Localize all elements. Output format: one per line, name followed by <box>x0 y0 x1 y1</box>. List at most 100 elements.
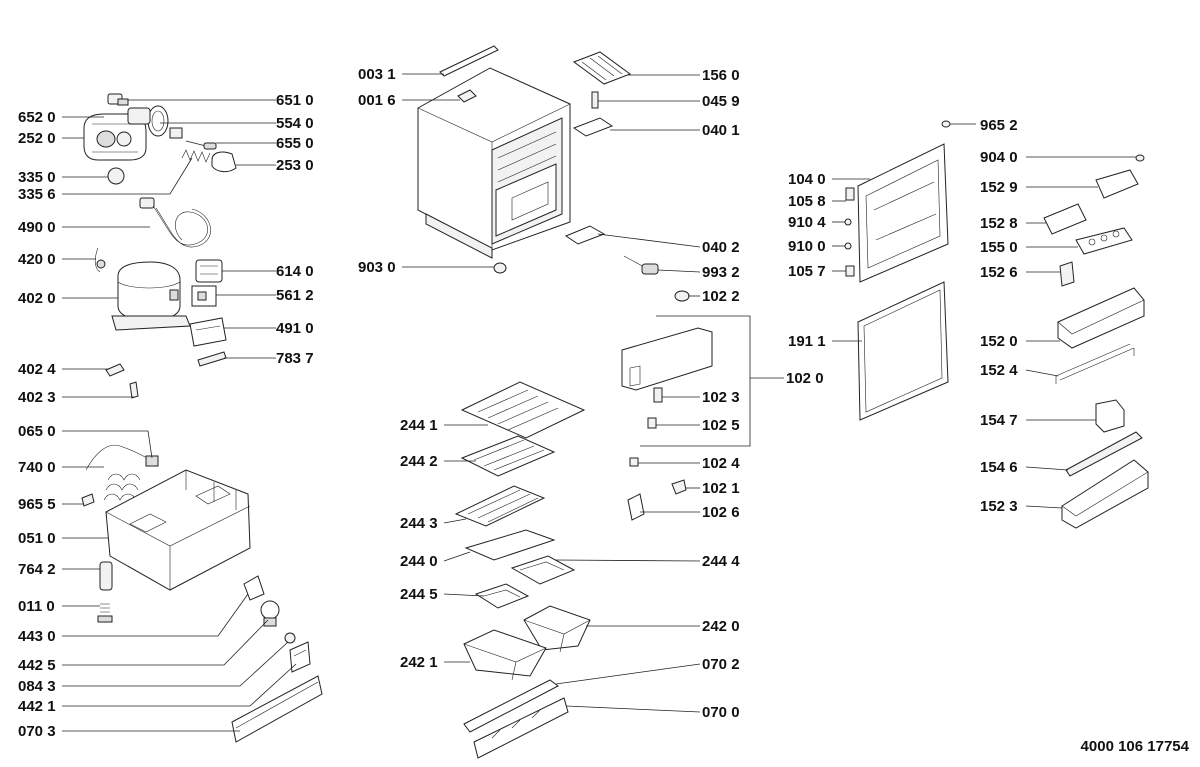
plinth-070-3 <box>231 675 323 743</box>
callout-152-6: 152 6 <box>980 264 1018 281</box>
callout-244-3: 244 3 <box>400 515 438 532</box>
callout-253-0: 253 0 <box>276 157 314 174</box>
door-gasket-191-1 <box>857 281 949 421</box>
drawer-242-0 <box>523 605 591 653</box>
callout-152-4: 152 4 <box>980 362 1018 379</box>
lamp-655-0 <box>169 127 217 150</box>
wire-065-0 <box>85 444 159 471</box>
callout-402-3: 402 3 <box>18 389 56 406</box>
callout-040-1: 040 1 <box>702 122 740 139</box>
callout-070-2: 070 2 <box>702 656 740 673</box>
callout-labels: 651 0 652 0 554 0 252 0 655 0 253 0 335 … <box>18 66 1190 755</box>
callout-910-0: 910 0 <box>788 238 826 255</box>
callout-402-0: 402 0 <box>18 290 56 307</box>
butter-box-152-8 <box>1043 203 1087 235</box>
callout-335-6: 335 6 <box>18 186 56 203</box>
callout-442-1: 442 1 <box>18 698 56 715</box>
hinge-040-1 <box>572 117 614 137</box>
spacer-764-2 <box>99 561 113 591</box>
callout-152-3: 152 3 <box>980 498 1018 515</box>
callout-252-0: 252 0 <box>18 130 56 147</box>
hinge-pin-105-8 <box>845 187 855 201</box>
callout-244-1: 244 1 <box>400 417 438 434</box>
callout-155-0: 155 0 <box>980 239 1018 256</box>
callout-335-0: 335 0 <box>18 169 56 186</box>
bracket-152-6 <box>1059 261 1075 287</box>
bottle-rail-152-4 <box>1055 343 1135 384</box>
hinge-pin-105-7 <box>845 265 855 277</box>
wire-420-0 <box>94 247 106 273</box>
callout-154-7: 154 7 <box>980 412 1018 429</box>
callout-102-3: 102 3 <box>702 389 740 406</box>
callout-102-6: 102 6 <box>702 504 740 521</box>
ice-tray-156-0 <box>572 51 632 85</box>
base-plate-051-0 <box>105 469 251 591</box>
callout-102-5: 102 5 <box>702 417 740 434</box>
lamp-housing-652-0 <box>83 113 147 161</box>
plinth-grille-070-2 <box>463 679 559 733</box>
hinge-040-2 <box>564 225 606 245</box>
clip-402-4 <box>105 363 125 377</box>
callout-244-5: 244 5 <box>400 586 438 603</box>
callout-904-0: 904 0 <box>980 149 1018 166</box>
callout-993-2: 993 2 <box>702 264 740 281</box>
callout-764-2: 764 2 <box>18 561 56 578</box>
callout-001-6: 001 6 <box>358 92 396 109</box>
rail-154-6 <box>1065 431 1143 477</box>
callout-244-2: 244 2 <box>400 453 438 470</box>
cabinet <box>417 67 571 259</box>
glass-shelf-244-0 <box>464 529 556 561</box>
callout-152-9: 152 9 <box>980 179 1018 196</box>
callout-242-0: 242 0 <box>702 618 740 635</box>
callout-051-0: 051 0 <box>18 530 56 547</box>
callout-554-0: 554 0 <box>276 115 314 132</box>
callout-402-4: 402 4 <box>18 361 56 378</box>
leader-lines <box>62 73 1136 732</box>
shelf-244-2 <box>460 435 556 477</box>
spring-335-6 <box>181 149 211 163</box>
callout-105-8: 105 8 <box>788 193 826 210</box>
clip-102-4 <box>629 457 639 467</box>
callout-070-0: 070 0 <box>702 704 740 721</box>
screw-910-0 <box>844 242 852 250</box>
tool-993-2 <box>623 255 659 275</box>
callout-910-4: 910 4 <box>788 214 826 231</box>
callout-102-0: 102 0 <box>786 370 824 387</box>
callout-242-1: 242 1 <box>400 654 438 671</box>
callout-443-0: 443 0 <box>18 628 56 645</box>
knob-253-0 <box>211 151 237 173</box>
callout-003-1: 003 1 <box>358 66 396 83</box>
callout-102-4: 102 4 <box>702 455 740 472</box>
egg-tray-155-0 <box>1075 227 1133 255</box>
latch-102-6 <box>627 493 645 521</box>
door-shelf-152-0 <box>1057 287 1145 349</box>
callout-491-0: 491 0 <box>276 320 314 337</box>
callout-045-9: 045 9 <box>702 93 740 110</box>
callout-740-0: 740 0 <box>18 459 56 476</box>
heater-740-0 <box>103 473 141 501</box>
callout-070-3: 070 3 <box>18 723 56 740</box>
clip-402-3 <box>129 381 139 399</box>
screw-965-5 <box>81 493 95 507</box>
handle-102-0 <box>621 327 713 391</box>
thermostat-knob-651-0 <box>107 93 129 106</box>
shelf-244-3 <box>454 485 546 527</box>
overload-561-2 <box>191 285 217 307</box>
tray-244-5 <box>474 583 530 609</box>
callout-102-1: 102 1 <box>702 480 740 497</box>
callout-191-1: 191 1 <box>788 333 826 350</box>
relay-614-0 <box>195 259 223 283</box>
capacitor-783-7 <box>197 351 227 367</box>
drawer-242-1 <box>463 629 547 681</box>
callout-152-8: 152 8 <box>980 215 1018 232</box>
callout-965-2: 965 2 <box>980 117 1018 134</box>
callout-084-3: 084 3 <box>18 678 56 695</box>
door-shelf-152-3 <box>1061 459 1149 529</box>
butter-lid-152-9 <box>1095 169 1139 199</box>
callout-655-0: 655 0 <box>276 135 314 152</box>
callout-156-0: 156 0 <box>702 67 740 84</box>
callout-102-2: 102 2 <box>702 288 740 305</box>
callout-652-0: 652 0 <box>18 109 56 126</box>
part-drawings <box>81 45 1149 759</box>
